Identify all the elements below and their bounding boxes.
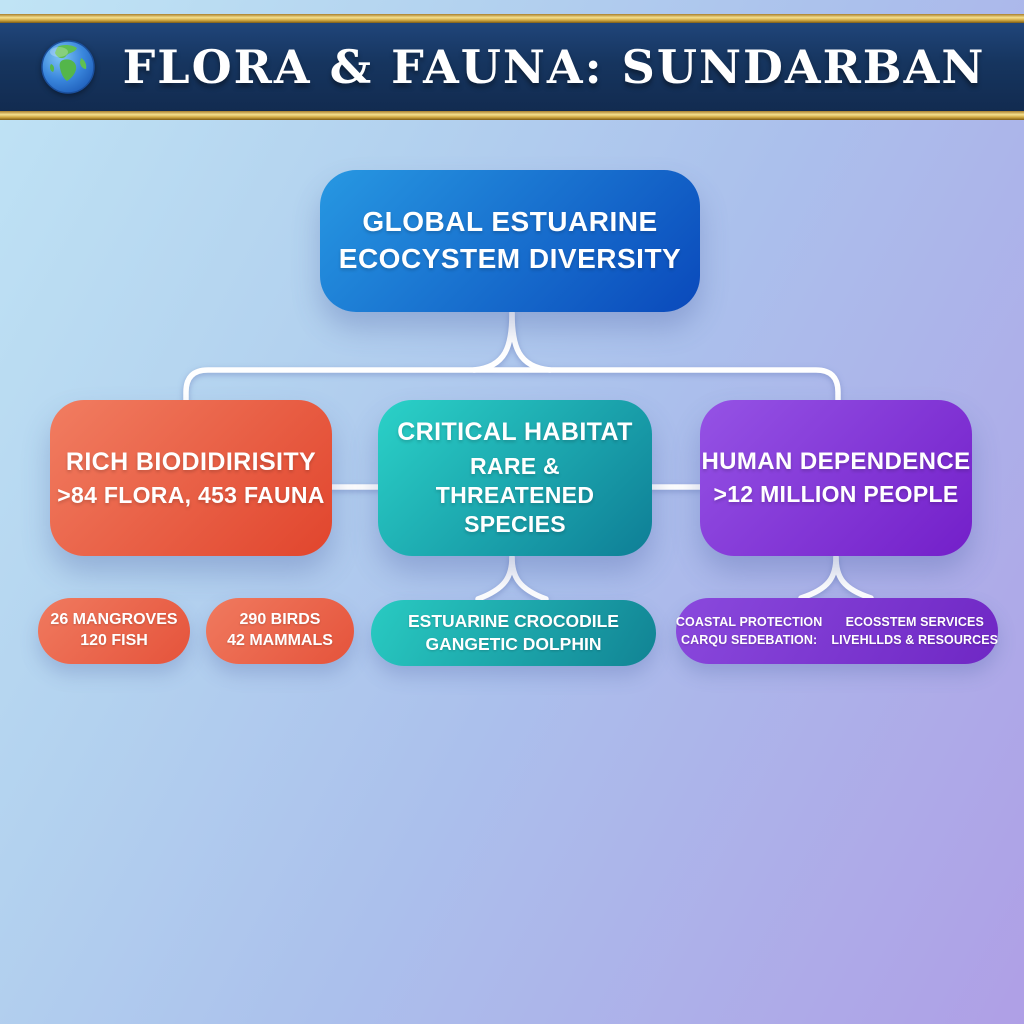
node-dependence-title: HUMAN DEPENDENCE [701,448,971,476]
node-biodiversity-subtitle: >84 FLORA, 453 FAUNA [57,482,325,509]
leaf-services-col1: COASTAL PROTECTION CARQU SEDEBATION: [676,613,822,649]
node-root-line2: ECOCYSTEM DIVERSITY [338,243,682,274]
node-global-estuarine: GLOBAL ESTUARINE ECOCYSTEM DIVERSITY [320,170,700,312]
leaf-mangroves-fish: 26 MANGROVES 120 FISH [38,598,190,664]
leaf-mangroves-line2: 120 FISH [80,632,148,649]
leaf-services-col2: ECOSSTEM SERVICES LIVEHLLDS & RESOURCES [831,613,998,649]
leaf-services-col1-line2: CARQU SEDEBATION: [681,633,818,647]
node-rich-biodiversity: RICH BIODIDIRISITY >84 FLORA, 453 FAUNA [50,400,332,556]
leaf-birds-mammals: 290 BIRDS 42 MAMMALS [206,598,354,664]
node-habitat-title: CRITICAL HABITAT [397,418,633,447]
leaf-services-col2-line1: ECOSSTEM SERVICES [845,614,984,629]
leaf-birds-line1: 290 BIRDS [239,611,321,629]
leaf-species-line1: ESTUARINE CROCODILE [408,611,619,632]
leaf-species-line2: GANGETIC DOLPHIN [425,634,602,654]
node-critical-habitat: CRITICAL HABITAT RARE & THREATENED SPECI… [378,400,652,556]
header-banner: FLORA & FAUNA: SUNDARBAN [0,14,1024,120]
leaf-ecosystem-services: COASTAL PROTECTION CARQU SEDEBATION: ECO… [676,598,998,664]
leaf-mangroves-line1: 26 MANGROVES [50,611,178,629]
node-root-line1: GLOBAL ESTUARINE [362,206,658,238]
globe-icon [40,40,95,94]
header-band: FLORA & FAUNA: SUNDARBAN [0,23,1024,111]
gold-trim-bottom [0,111,1024,120]
leaf-services-col1-line1: COASTAL PROTECTION [675,614,823,629]
node-dependence-subtitle: >12 MILLION PEOPLE [713,481,959,508]
node-habitat-subtitle: RARE & THREATENED SPECIES [435,452,595,538]
node-human-dependence: HUMAN DEPENDENCE >12 MILLION PEOPLE [700,400,972,556]
leaf-services-col2-line2: LIVEHLLDS & RESOURCES [831,633,999,647]
leaf-birds-line2: 42 MAMMALS [227,632,333,649]
page-title: FLORA & FAUNA: SUNDARBAN [122,40,986,94]
node-biodiversity-title: RICH BIODIDIRISITY [65,447,317,476]
gold-trim-top [0,14,1024,23]
leaf-rare-species: ESTUARINE CROCODILE GANGETIC DOLPHIN [371,600,656,666]
